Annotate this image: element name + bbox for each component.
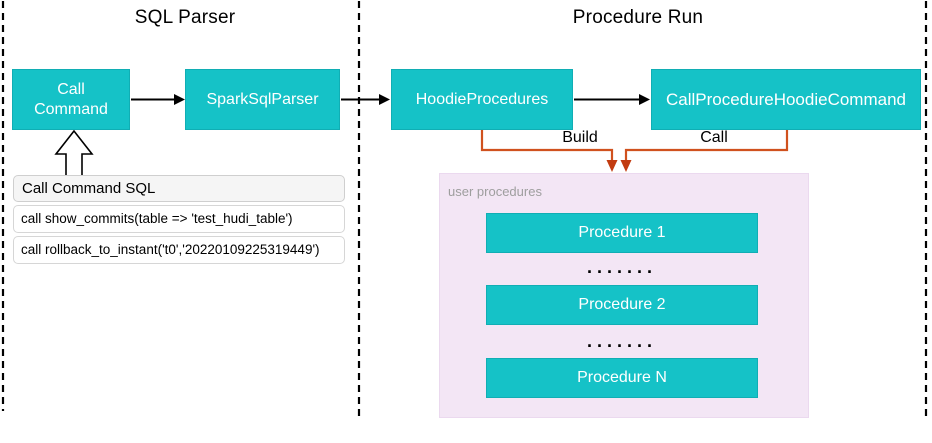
arrow-hoodieprocedures-to-callprocedurehoodiecommand [574, 94, 650, 105]
node-sparksqlparser: SparkSqlParser [185, 69, 340, 130]
procedure-1-box: Procedure 1 [486, 213, 758, 253]
ellipsis-dots: ....... [586, 331, 657, 351]
sql-table-header: Call Command SQL [13, 175, 345, 202]
call-command-sql-table: Call Command SQL call show_commits(table… [13, 175, 345, 267]
section-title-sql-parser: SQL Parser [134, 7, 236, 28]
node-hoodieprocedures: HoodieProcedures [391, 69, 573, 130]
hollow-up-arrow [54, 129, 94, 177]
sql-example-row: call show_commits(table => 'test_hudi_ta… [13, 205, 345, 233]
sql-example-row: call rollback_to_instant('t0','202201092… [13, 236, 345, 264]
build-edge-label: Build [562, 129, 598, 146]
ellipsis-dots: ....... [586, 257, 657, 277]
node-call-command: Call Command [12, 69, 130, 130]
node-callprocedurehoodiecommand: CallProcedureHoodieCommand [651, 69, 921, 130]
procedure-n-box: Procedure N [486, 358, 758, 398]
user-procedures-panel: user procedures Procedure 1 ....... Proc… [439, 173, 809, 418]
procedure-2-box: Procedure 2 [486, 285, 758, 325]
arrow-sparksqlparser-to-hoodieprocedures [341, 94, 390, 105]
arrow-callcommand-to-sparksqlparser [131, 94, 185, 105]
section-title-procedure-run: Procedure Run [572, 7, 704, 28]
call-edge-label: Call [700, 129, 728, 146]
user-procedures-label: user procedures [448, 184, 542, 199]
